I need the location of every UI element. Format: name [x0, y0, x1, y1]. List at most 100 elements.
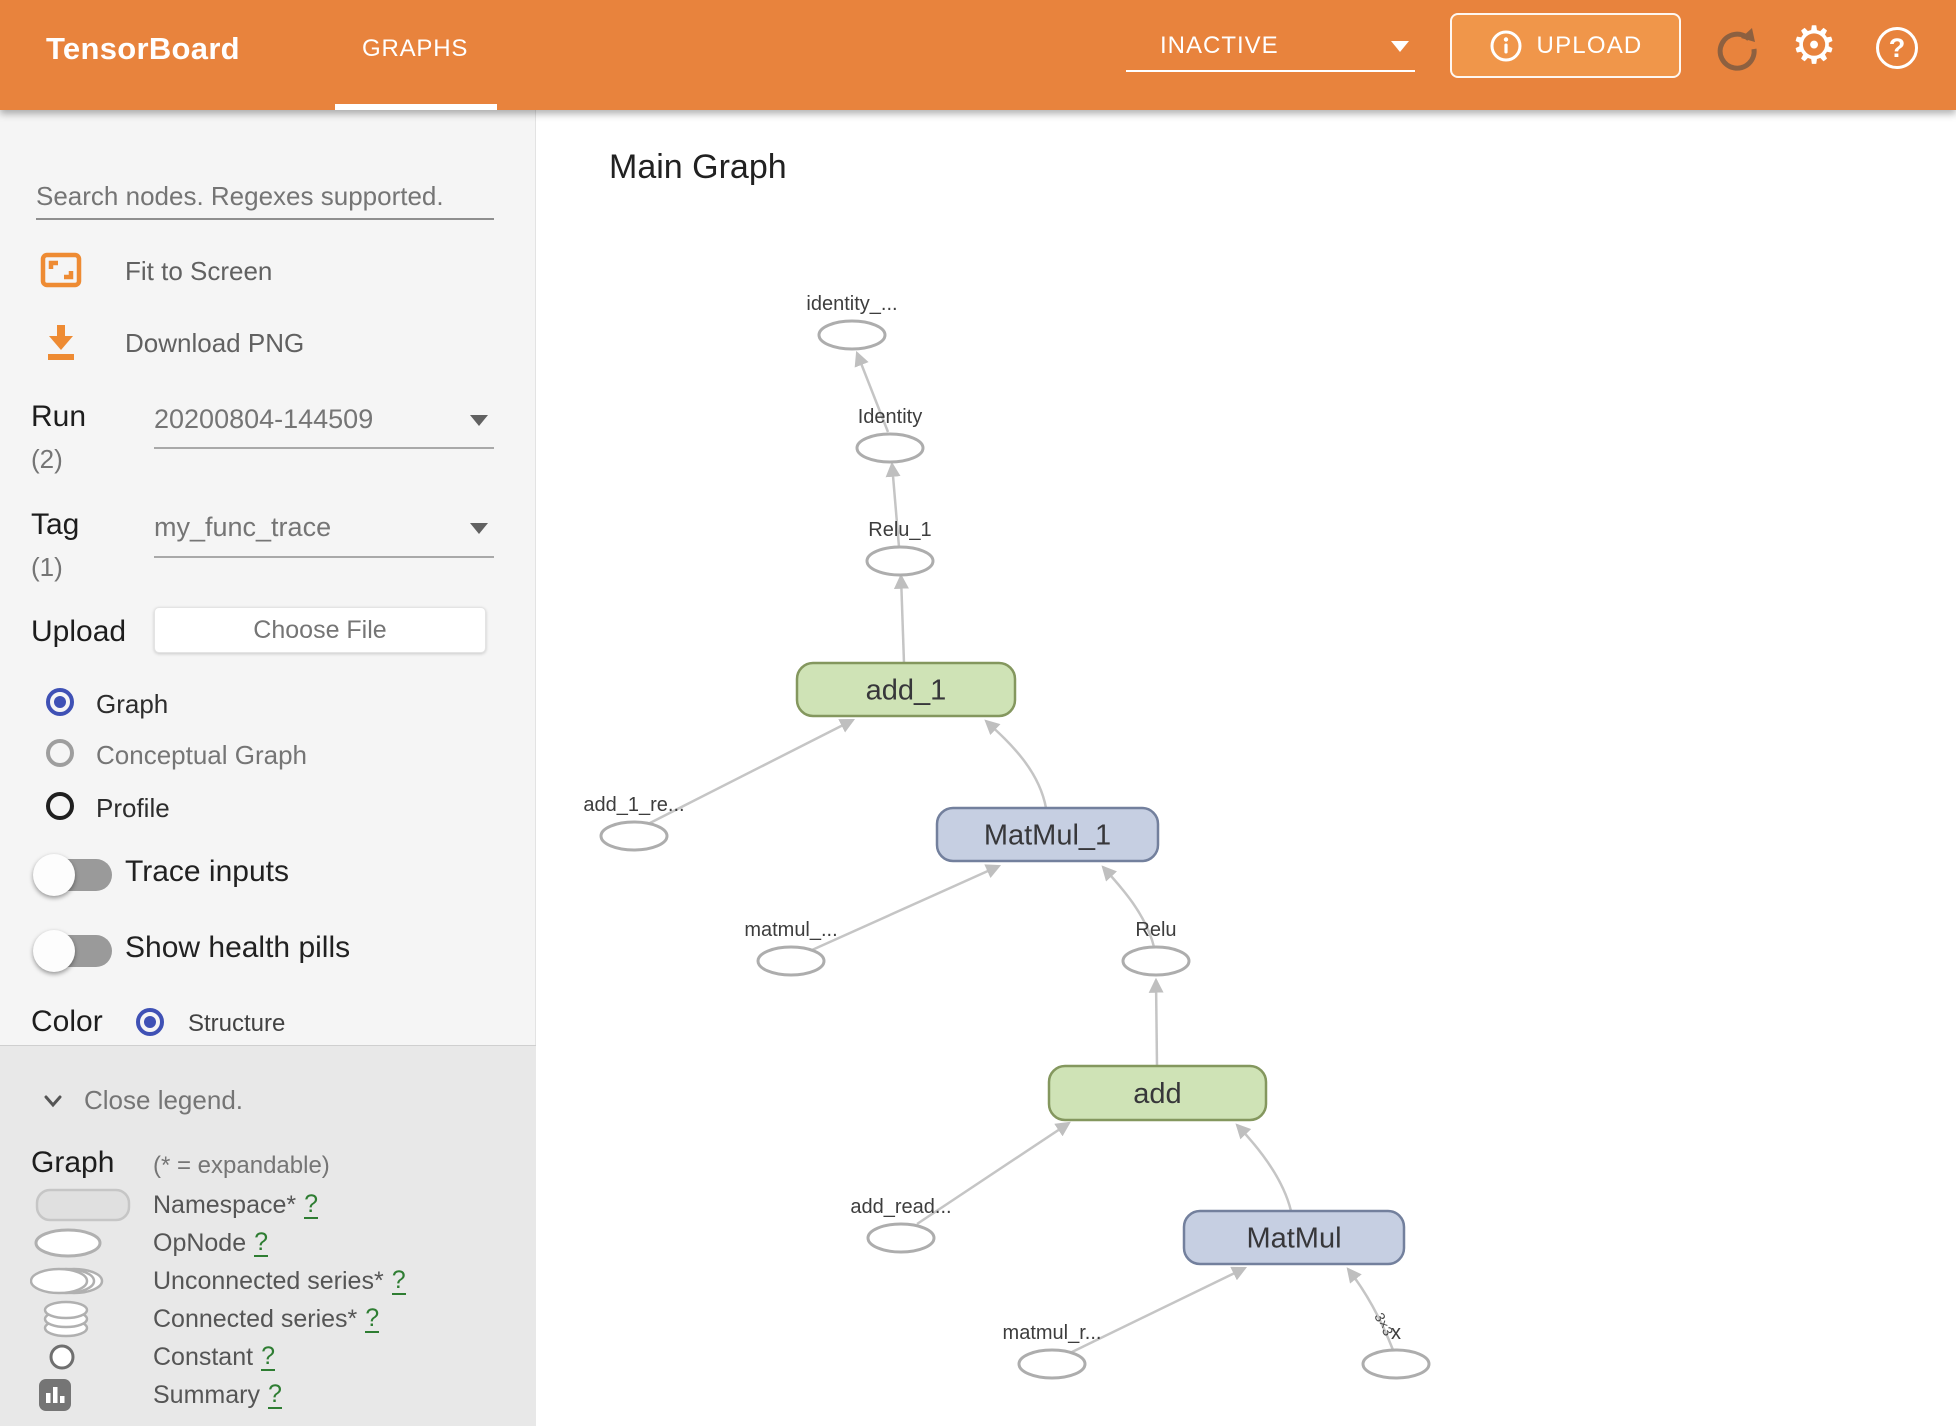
io-node-Relu[interactable]: Relu: [1121, 919, 1191, 977]
op-node-add_1[interactable]: add_1: [795, 661, 1017, 718]
op-node-label: add: [1133, 1078, 1181, 1110]
edge-add_1_read-add_1: [647, 718, 856, 826]
radio-graph-label: Graph: [96, 689, 169, 719]
legend-items: Namespace* ? OpNode ? Unco: [0, 1186, 536, 1414]
io-node-Identity[interactable]: Identity: [855, 406, 925, 464]
op-node-add[interactable]: add: [1047, 1064, 1268, 1122]
tag-count: (1): [31, 552, 63, 582]
io-node-label: identity_...: [806, 293, 897, 315]
help-link[interactable]: ?: [365, 1303, 380, 1334]
legend-title-row: Graph (* = expandable): [0, 1144, 536, 1184]
legend-title: Graph: [31, 1146, 115, 1179]
gear-icon[interactable]: ⚙: [1790, 17, 1838, 75]
tag-label: Tag: [31, 508, 80, 541]
io-node-label: Identity: [858, 406, 922, 428]
edge-x-MatMul: [1346, 1267, 1395, 1351]
io-node-identity_out[interactable]: identity_...: [806, 293, 898, 351]
upload-button[interactable]: UPLOAD: [1450, 13, 1681, 78]
op-node-rect: [935, 806, 1160, 863]
radio-unselected-icon: [46, 739, 74, 767]
unconnected-series-swatch-icon: [30, 1267, 104, 1295]
tag-dropdown-value: my_func_trace: [154, 512, 332, 542]
io-node-add_1_read[interactable]: add_1_re...: [583, 794, 685, 852]
trace-inputs-label: Trace inputs: [125, 855, 289, 888]
edge-MatMul_1-add_1: [984, 719, 1048, 809]
help-link[interactable]: ?: [304, 1189, 319, 1220]
fit-to-screen-button[interactable]: Fit to Screen: [0, 249, 536, 293]
namespace-swatch-icon: [35, 1188, 131, 1222]
download-icon: [48, 325, 74, 360]
op-node-label: add_1: [866, 675, 947, 707]
download-png-button[interactable]: Download PNG: [0, 321, 536, 365]
legend-label: Unconnected series*: [153, 1266, 384, 1295]
fit-to-screen-icon: [40, 252, 82, 288]
close-legend-button[interactable]: Close legend.: [0, 1082, 536, 1118]
chevron-down-icon: [470, 523, 488, 534]
op-node-MatMul[interactable]: MatMul: [1182, 1209, 1406, 1266]
op-node-MatMul_1[interactable]: MatMul_1: [935, 806, 1160, 863]
edge-matmul_read-MatMul_1: [811, 864, 1002, 952]
trace-inputs-toggle-row: Trace inputs: [0, 849, 536, 901]
io-node-Relu_1[interactable]: Relu_1: [865, 519, 935, 577]
io-node-x[interactable]: x: [1361, 1322, 1431, 1380]
op-node-rect: [1182, 1209, 1406, 1266]
choose-file-button[interactable]: Choose File: [154, 607, 486, 653]
io-node-ellipse: [1121, 945, 1191, 977]
io-node-ellipse: [1361, 1348, 1431, 1380]
io-node-label: Relu_1: [868, 519, 931, 541]
io-node-ellipse: [756, 945, 826, 977]
radio-profile[interactable]: Profile: [0, 787, 536, 827]
legend-label: Constant: [153, 1342, 254, 1371]
info-icon: [1490, 30, 1522, 61]
help-link[interactable]: ?: [391, 1265, 406, 1296]
help-icon[interactable]: ?: [1876, 27, 1918, 69]
tab-graphs-underline: [335, 104, 497, 110]
legend-label: OpNode: [153, 1228, 247, 1257]
legend-label: Namespace*: [153, 1190, 297, 1219]
legend-row-opnode: OpNode ?: [0, 1224, 536, 1262]
app-header: TensorBoard GRAPHS INACTIVE UPLOAD ⚙ ?: [0, 0, 1956, 110]
legend-row-constant: Constant ?: [0, 1338, 536, 1376]
tensorboard-logo: TensorBoard: [46, 31, 240, 66]
tab-graphs[interactable]: GRAPHS: [362, 35, 469, 62]
io-node-add_read[interactable]: add_read...: [850, 1196, 952, 1254]
sidebar: Fit to Screen Download PNG Run (2) 20200…: [0, 110, 536, 1426]
status-dropdown-value: INACTIVE: [1160, 32, 1279, 59]
edge-matmul_r_read-MatMul: [1071, 1266, 1248, 1354]
radio-conceptual-graph[interactable]: Conceptual Graph: [0, 734, 536, 774]
edge-add_read-add: [916, 1121, 1071, 1226]
radio-structure[interactable]: [136, 1008, 164, 1036]
io-node-label: x: [1391, 1322, 1401, 1344]
trace-inputs-toggle[interactable]: [33, 854, 112, 896]
constant-swatch-icon: [49, 1344, 75, 1370]
io-node-ellipse: [866, 1222, 936, 1254]
opnode-swatch-icon: [34, 1228, 102, 1258]
refresh-icon[interactable]: [1714, 26, 1760, 72]
edge-add-Relu: [1148, 977, 1164, 1067]
io-node-ellipse: [855, 432, 925, 464]
show-health-pills-toggle-row: Show health pills: [0, 925, 536, 977]
edge-add_1-Relu_1: [893, 573, 909, 664]
io-node-matmul_r_read[interactable]: matmul_r...: [1003, 1322, 1102, 1380]
io-node-label: matmul_...: [744, 919, 837, 941]
help-link[interactable]: ?: [261, 1341, 275, 1372]
io-node-ellipse: [599, 820, 669, 852]
edge-MatMul-add: [1235, 1123, 1293, 1212]
tag-dropdown-underline: [154, 556, 494, 558]
io-node-ellipse: [817, 319, 887, 351]
status-dropdown[interactable]: INACTIVE: [1126, 22, 1415, 72]
radio-graph[interactable]: Graph: [0, 683, 536, 723]
connected-series-swatch-icon: [43, 1300, 89, 1338]
main-graph-title: Main Graph: [609, 148, 787, 186]
show-health-pills-toggle[interactable]: [33, 930, 112, 972]
computation-graph[interactable]: 3×3identity_...IdentityRelu_1add_1_re...…: [536, 110, 1956, 1426]
summary-swatch-icon: [39, 1379, 71, 1411]
io-node-matmul_read[interactable]: matmul_...: [744, 919, 838, 977]
radio-profile-label: Profile: [96, 793, 170, 823]
help-link[interactable]: ?: [267, 1379, 282, 1410]
search-input[interactable]: [36, 174, 494, 220]
help-link[interactable]: ?: [254, 1227, 269, 1258]
legend-row-summary: Summary ?: [0, 1376, 536, 1414]
op-node-rect: [795, 661, 1017, 718]
